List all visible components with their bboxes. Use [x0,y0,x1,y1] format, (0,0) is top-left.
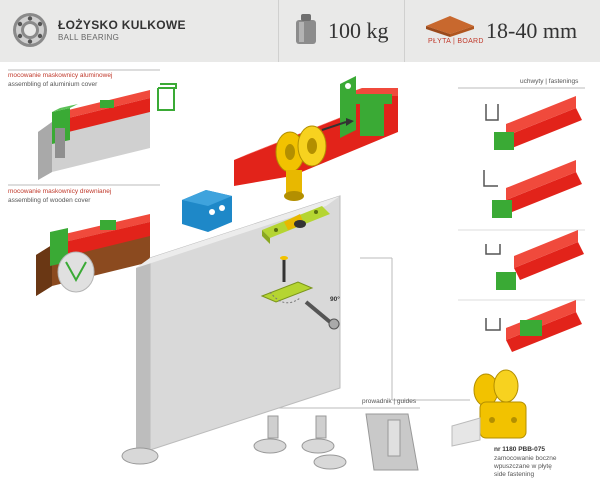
wooden-cover-detail [36,214,150,296]
side-label-en: side fastening [494,471,535,478]
angle-label: 90° [330,296,340,303]
fastenings-section [483,96,584,352]
header-icons [13,13,474,47]
top-plate [262,206,330,244]
bearing-title: ŁOŻYSKO KULKOWE [58,18,186,32]
wood-label-pl: mocowanie maskownicy drewnianej [8,188,112,195]
side-code-label: nr 1180 PBB-075 [494,446,545,453]
weight-icon [296,14,316,44]
board-icon [426,16,474,37]
wood-label-en: assembling of wooden cover [8,197,91,204]
roller-carriage [275,125,327,201]
board-range: 18-40 mm [486,18,578,43]
alu-label-en: assembling of aluminium cover [8,81,98,88]
blue-stopper [182,190,232,232]
fastenings-title: uchwyty | fastenings [520,78,579,85]
door-panel [136,195,341,460]
header-separator [404,0,405,62]
guides-title: prowadnik | guides [362,398,417,405]
side-label-pl1: zamocowanie boczne [494,455,557,462]
bearing-subtitle: BALL BEARING [58,33,120,42]
alu-label-pl: mocowanie maskownicy aluminowej [8,72,113,79]
ball-bearing-icon [13,13,47,47]
guides-section [121,413,419,471]
side-label-pl2: wpuszczane w płytę [494,463,552,470]
weight-value: 100 kg [328,18,389,43]
board-label: PŁYTA | BOARD [428,38,484,45]
adjustment-assembly [260,256,340,330]
side-fastening-carriage [360,257,527,447]
header-bar: ŁOŻYSKO KULKOWE BALL BEARING 100 kg PŁYT… [0,0,600,62]
header-separator [278,0,279,62]
aluminium-cover-detail [38,83,177,180]
